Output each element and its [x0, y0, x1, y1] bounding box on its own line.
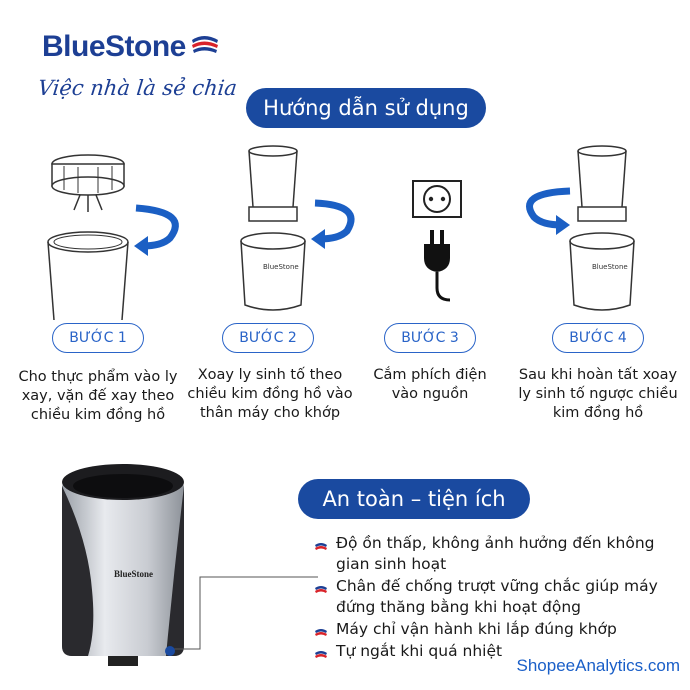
step-3-description: Cắm phích điện vào nguồn — [373, 367, 487, 402]
feature-text: Chân đế chống trượt vững chắc giúp máy đ… — [336, 577, 658, 616]
watermark: ShopeeAnalytics.com — [516, 656, 680, 675]
brand-bullet-icon — [314, 538, 328, 559]
brand-tagline: Việc nhà là sẻ chia — [36, 76, 239, 100]
feature-list: Độ ồn thấp, không ảnh hưởng đến không gi… — [314, 533, 674, 663]
brand-bullet-icon — [314, 581, 328, 602]
feature-item: Máy chỉ vận hành khi lắp đúng khớp — [314, 619, 674, 640]
guide-title: Hướng dẫn sử dụng — [246, 88, 486, 128]
brand-name: BlueStone — [42, 30, 186, 63]
feature-text: Độ ồn thấp, không ảnh hưởng đến không gi… — [336, 534, 655, 573]
feature-text: Máy chỉ vận hành khi lắp đúng khớp — [336, 620, 617, 638]
feature-text: Tự ngắt khi quá nhiệt — [336, 642, 503, 660]
brand-logo-icon — [190, 34, 220, 60]
product-image: BlueStone — [58, 460, 188, 676]
brand-bullet-icon — [314, 646, 328, 667]
step-3-badge: BƯỚC 3 — [384, 323, 476, 353]
svg-text:BlueStone: BlueStone — [263, 263, 299, 271]
step-2-badge: BƯỚC 2 — [222, 323, 314, 353]
feature-item: Tự ngắt khi quá nhiệt — [314, 641, 674, 662]
feature-item: Chân đế chống trượt vững chắc giúp máy đ… — [314, 576, 674, 618]
connector-line — [160, 575, 322, 663]
feature-item: Độ ồn thấp, không ảnh hưởng đến không gi… — [314, 533, 674, 575]
brand-bullet-icon — [314, 624, 328, 645]
step-4-description: Sau khi hoàn tất xoay ly sinh tố ngược c… — [518, 367, 678, 421]
step-1-badge: BƯỚC 1 — [52, 323, 144, 353]
brand-header: BlueStone — [42, 30, 220, 64]
step-2-description: Xoay ly sinh tố theo chiều kim đồng hồ v… — [187, 367, 353, 421]
step-1-description: Cho thực phẩm vào ly xay, vặn đế xay the… — [18, 369, 178, 423]
step-3-illustration — [410, 178, 470, 312]
step-1-illustration — [40, 150, 190, 324]
step-4-badge: BƯỚC 4 — [552, 323, 644, 353]
safety-title: An toàn – tiện ích — [298, 479, 530, 519]
svg-text:BlueStone: BlueStone — [592, 263, 628, 271]
step-4-illustration: BlueStone — [520, 145, 680, 324]
step-2-illustration: BlueStone — [235, 145, 385, 324]
product-label: BlueStone — [114, 569, 153, 579]
